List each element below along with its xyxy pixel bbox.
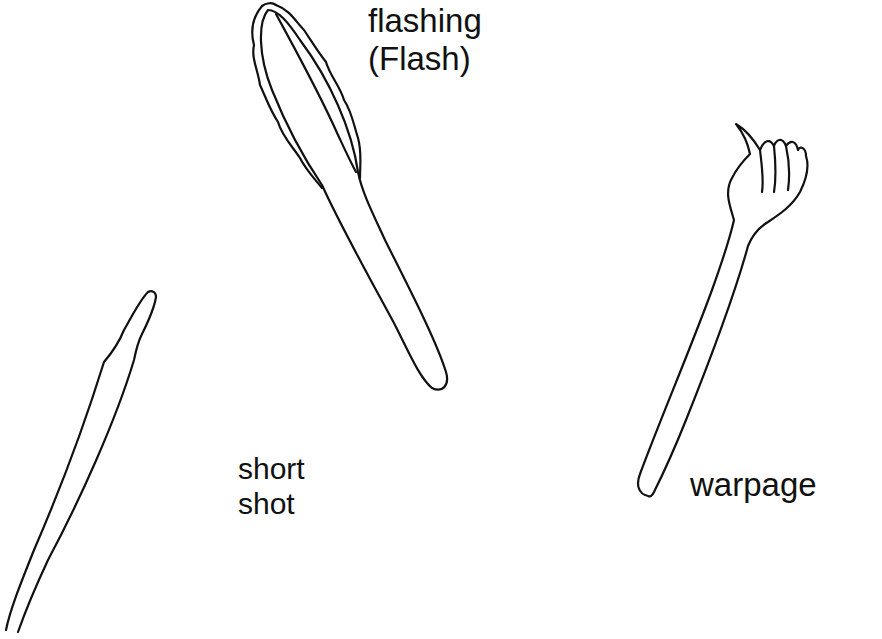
fork-outline — [638, 124, 808, 496]
flash-outline-tip — [262, 3, 276, 6]
short-shot-outline — [6, 291, 156, 632]
knife-blade-edge — [276, 14, 356, 172]
fork-tine-slots — [760, 146, 789, 192]
short-shot-label: short shot — [238, 452, 318, 521]
flash-outline — [252, 5, 360, 188]
flash-label: flashing (Flash) — [368, 2, 518, 78]
warpage-label: warpage — [690, 466, 860, 504]
